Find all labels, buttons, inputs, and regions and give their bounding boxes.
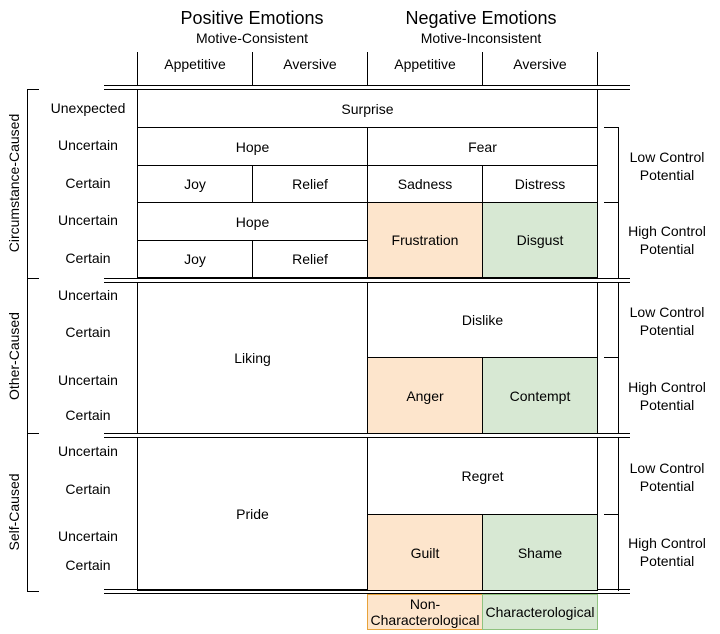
row-label-certain: Certain [65,175,111,191]
double-separator [104,85,630,86]
control-label-low: Low Control [629,304,705,320]
group-bracket [27,591,39,592]
cell-guilt: Guilt [367,514,483,591]
header-divider [137,52,138,85]
group-label-self-caused: Self-Caused [6,473,22,551]
row-label-certain: Certain [65,407,111,423]
control-bracket [618,437,619,591]
legend-characterological: Characterological [482,594,598,630]
row-label-certain: Certain [65,481,111,497]
control-label-high-potential: Potential [639,553,695,569]
row-label-unexpected: Unexpected [50,100,126,116]
header-divider [252,52,253,85]
row-label-uncertain: Uncertain [58,137,118,153]
row-label-uncertain: Uncertain [58,287,118,303]
control-label-high-potential: Potential [639,241,695,257]
header-divider [482,52,483,85]
legend-non-characterological-line1: Non- [409,596,441,612]
cell-contempt: Contempt [482,357,598,434]
cell-hope: Hope [137,202,368,241]
cell-hope: Hope [137,127,368,166]
positive-emotions-subtitle: Motive-Consistent [195,30,309,46]
cell-joy: Joy [137,165,253,203]
control-bracket [604,202,618,203]
cell-anger: Anger [367,357,483,434]
cell-relief: Relief [252,240,368,278]
column-header-positive-aversive: Aversive [283,56,337,72]
group-label-circumstance-caused: Circumstance-Caused [6,113,22,253]
control-bracket [618,127,619,203]
row-label-certain: Certain [65,324,111,340]
cell-regret: Regret [367,437,598,515]
cell-pride: Pride [137,437,368,591]
legend-non-characterological: Non- Characterological [367,594,483,630]
control-label-low-potential: Potential [639,322,695,338]
control-label-low-potential: Potential [639,478,695,494]
control-label-low-potential: Potential [639,167,695,183]
cell-distress: Distress [482,165,598,203]
control-label-high-potential: Potential [639,397,695,413]
control-label-high: High Control [628,535,706,551]
group-bracket [27,433,28,591]
cell-frustration: Frustration [367,202,483,278]
control-bracket [604,127,618,128]
row-label-uncertain: Uncertain [58,372,118,388]
row-label-certain: Certain [65,250,111,266]
group-label-other-caused: Other-Caused [6,312,22,400]
column-header-negative-appetitive: Appetitive [394,56,456,72]
column-header-positive-appetitive: Appetitive [164,56,226,72]
negative-emotions-title: Negative Emotions [405,8,557,28]
cell-joy: Joy [137,240,253,278]
negative-emotions-subtitle: Motive-Inconsistent [420,30,542,46]
cell-relief: Relief [252,165,368,203]
double-separator [104,593,630,594]
cell-fear: Fear [367,127,598,166]
positive-emotions-title: Positive Emotions [180,8,324,28]
row-label-uncertain: Uncertain [58,528,118,544]
control-label-low: Low Control [629,149,705,165]
row-label-certain: Certain [65,557,111,573]
cell-shame: Shame [482,514,598,591]
column-header-negative-aversive: Aversive [513,56,567,72]
row-label-uncertain: Uncertain [58,212,118,228]
group-bracket [27,278,28,434]
control-label-low: Low Control [629,460,705,476]
header-divider [367,52,368,85]
header-divider [597,52,598,85]
cell-dislike: Dislike [367,282,598,358]
control-bracket [604,514,618,515]
double-separator [104,278,630,279]
control-bracket [618,282,619,434]
group-bracket [27,89,28,278]
control-bracket [604,357,618,358]
group-bracket [27,433,39,434]
group-bracket [27,89,39,90]
control-label-high: High Control [628,379,706,395]
cell-liking: Liking [137,282,368,434]
control-bracket [618,202,619,278]
row-label-uncertain: Uncertain [58,443,118,459]
control-label-high: High Control [628,223,706,239]
cell-surprise: Surprise [137,89,598,128]
cell-sadness: Sadness [367,165,483,203]
legend-non-characterological-line2: Characterological [370,612,480,628]
cell-disgust: Disgust [482,202,598,278]
group-bracket [27,278,39,279]
